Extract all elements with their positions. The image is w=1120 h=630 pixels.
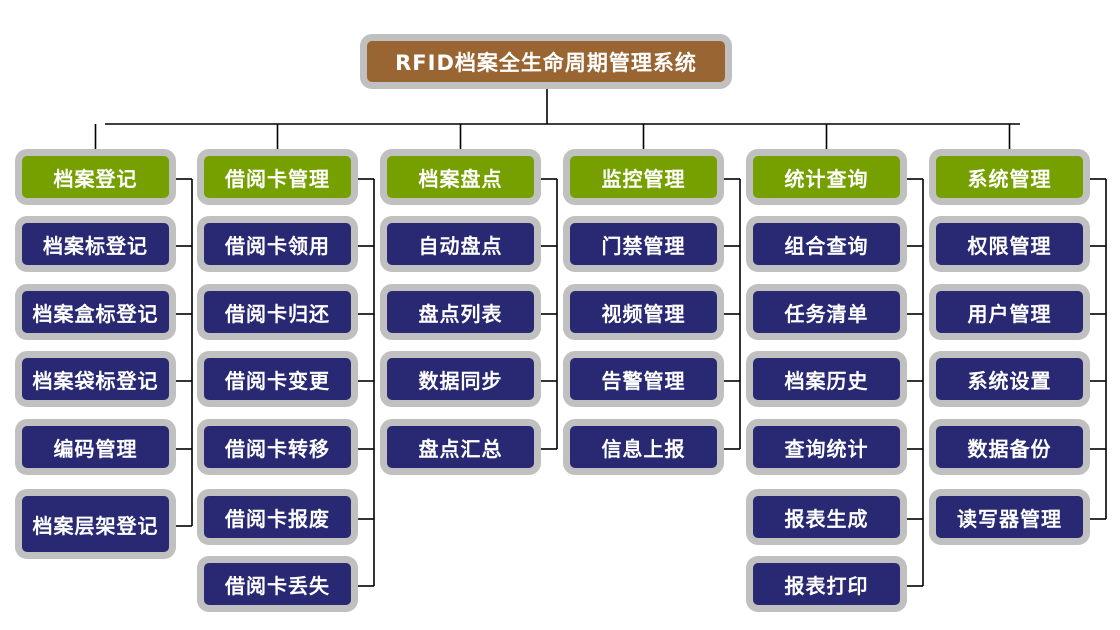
item-node-label: 查询统计 (753, 426, 900, 468)
item-node[interactable]: 数据同步 (380, 351, 541, 407)
item-node-label: 借阅卡转移 (204, 426, 351, 468)
item-node-label: 编码管理 (22, 426, 169, 468)
item-node-label: 借阅卡领用 (204, 223, 351, 265)
item-node-label: 用户管理 (936, 291, 1083, 333)
category-node-label: 借阅卡管理 (204, 156, 351, 198)
item-node-label: 组合查询 (753, 223, 900, 265)
category-node-label: 档案盘点 (387, 156, 534, 198)
item-node[interactable]: 信息上报 (563, 419, 724, 475)
category-node[interactable]: 档案登记 (15, 149, 176, 205)
item-node-label: 档案盒标登记 (22, 291, 169, 333)
item-node[interactable]: 告警管理 (563, 351, 724, 407)
item-node[interactable]: 借阅卡报废 (197, 489, 358, 545)
item-node-label: 视频管理 (570, 291, 717, 333)
item-node[interactable]: 系统设置 (929, 351, 1090, 407)
item-node[interactable]: 报表打印 (746, 556, 907, 612)
item-node[interactable]: 用户管理 (929, 284, 1090, 340)
item-node[interactable]: 自动盘点 (380, 216, 541, 272)
item-node-label: 盘点汇总 (387, 426, 534, 468)
item-node-label: 数据同步 (387, 358, 534, 400)
item-node[interactable]: 报表生成 (746, 489, 907, 545)
item-node[interactable]: 任务清单 (746, 284, 907, 340)
item-node[interactable]: 读写器管理 (929, 489, 1090, 545)
item-node[interactable]: 盘点列表 (380, 284, 541, 340)
item-node[interactable]: 盘点汇总 (380, 419, 541, 475)
item-node-label: 告警管理 (570, 358, 717, 400)
category-node[interactable]: 统计查询 (746, 149, 907, 205)
item-node-label: 数据备份 (936, 426, 1083, 468)
item-node-label: 自动盘点 (387, 223, 534, 265)
item-node[interactable]: 借阅卡转移 (197, 419, 358, 475)
item-node[interactable]: 档案袋标登记 (15, 351, 176, 407)
category-node-label: 监控管理 (570, 156, 717, 198)
item-node[interactable]: 门禁管理 (563, 216, 724, 272)
item-node-label: 权限管理 (936, 223, 1083, 265)
item-node-label: 报表生成 (753, 496, 900, 538)
item-node[interactable]: 组合查询 (746, 216, 907, 272)
category-node-label: 统计查询 (753, 156, 900, 198)
item-node-label: 档案历史 (753, 358, 900, 400)
item-node-label: 任务清单 (753, 291, 900, 333)
item-node[interactable]: 借阅卡领用 (197, 216, 358, 272)
item-node-label: 档案袋标登记 (22, 358, 169, 400)
root-node[interactable]: RFID档案全生命周期管理系统 (360, 34, 732, 89)
item-node-label: 借阅卡变更 (204, 358, 351, 400)
item-node-label: 盘点列表 (387, 291, 534, 333)
item-node-label: 报表打印 (753, 563, 900, 605)
category-node[interactable]: 监控管理 (563, 149, 724, 205)
item-node-label: 档案层架登记 (22, 496, 169, 552)
item-node-label: 借阅卡归还 (204, 291, 351, 333)
category-node[interactable]: 档案盘点 (380, 149, 541, 205)
item-node[interactable]: 视频管理 (563, 284, 724, 340)
category-node[interactable]: 借阅卡管理 (197, 149, 358, 205)
item-node[interactable]: 档案历史 (746, 351, 907, 407)
item-node[interactable]: 档案层架登记 (15, 489, 176, 559)
item-node-label: 信息上报 (570, 426, 717, 468)
item-node[interactable]: 权限管理 (929, 216, 1090, 272)
item-node[interactable]: 编码管理 (15, 419, 176, 475)
item-node-label: 借阅卡报废 (204, 496, 351, 538)
item-node-label: 借阅卡丢失 (204, 563, 351, 605)
item-node[interactable]: 借阅卡丢失 (197, 556, 358, 612)
category-node-label: 档案登记 (22, 156, 169, 198)
item-node-label: 读写器管理 (936, 496, 1083, 538)
category-node-label: 系统管理 (936, 156, 1083, 198)
item-node[interactable]: 档案标登记 (15, 216, 176, 272)
item-node[interactable]: 借阅卡归还 (197, 284, 358, 340)
item-node-label: 门禁管理 (570, 223, 717, 265)
item-node[interactable]: 档案盒标登记 (15, 284, 176, 340)
item-node-label: 档案标登记 (22, 223, 169, 265)
item-node-label: 系统设置 (936, 358, 1083, 400)
root-title: RFID档案全生命周期管理系统 (367, 41, 725, 82)
item-node[interactable]: 查询统计 (746, 419, 907, 475)
category-node[interactable]: 系统管理 (929, 149, 1090, 205)
item-node[interactable]: 数据备份 (929, 419, 1090, 475)
item-node[interactable]: 借阅卡变更 (197, 351, 358, 407)
